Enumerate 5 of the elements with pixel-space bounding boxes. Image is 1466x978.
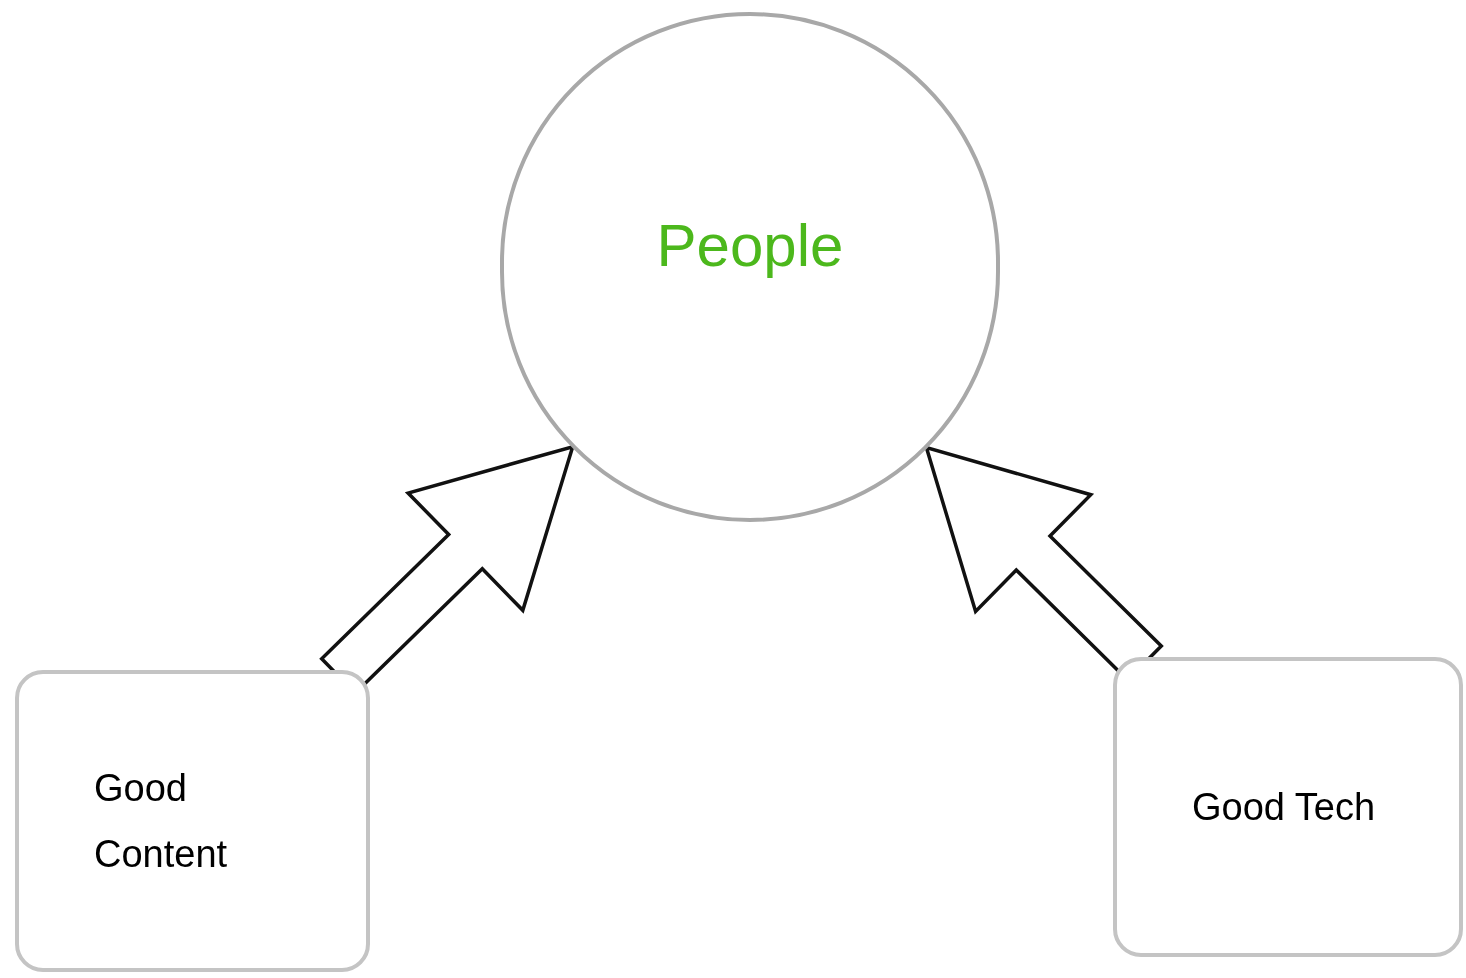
rounded-box xyxy=(1113,657,1463,957)
node-label: People xyxy=(656,216,844,276)
rounded-box xyxy=(15,670,370,972)
node-label: Good Tech xyxy=(1192,785,1377,830)
node-label: Good Content xyxy=(94,766,229,877)
